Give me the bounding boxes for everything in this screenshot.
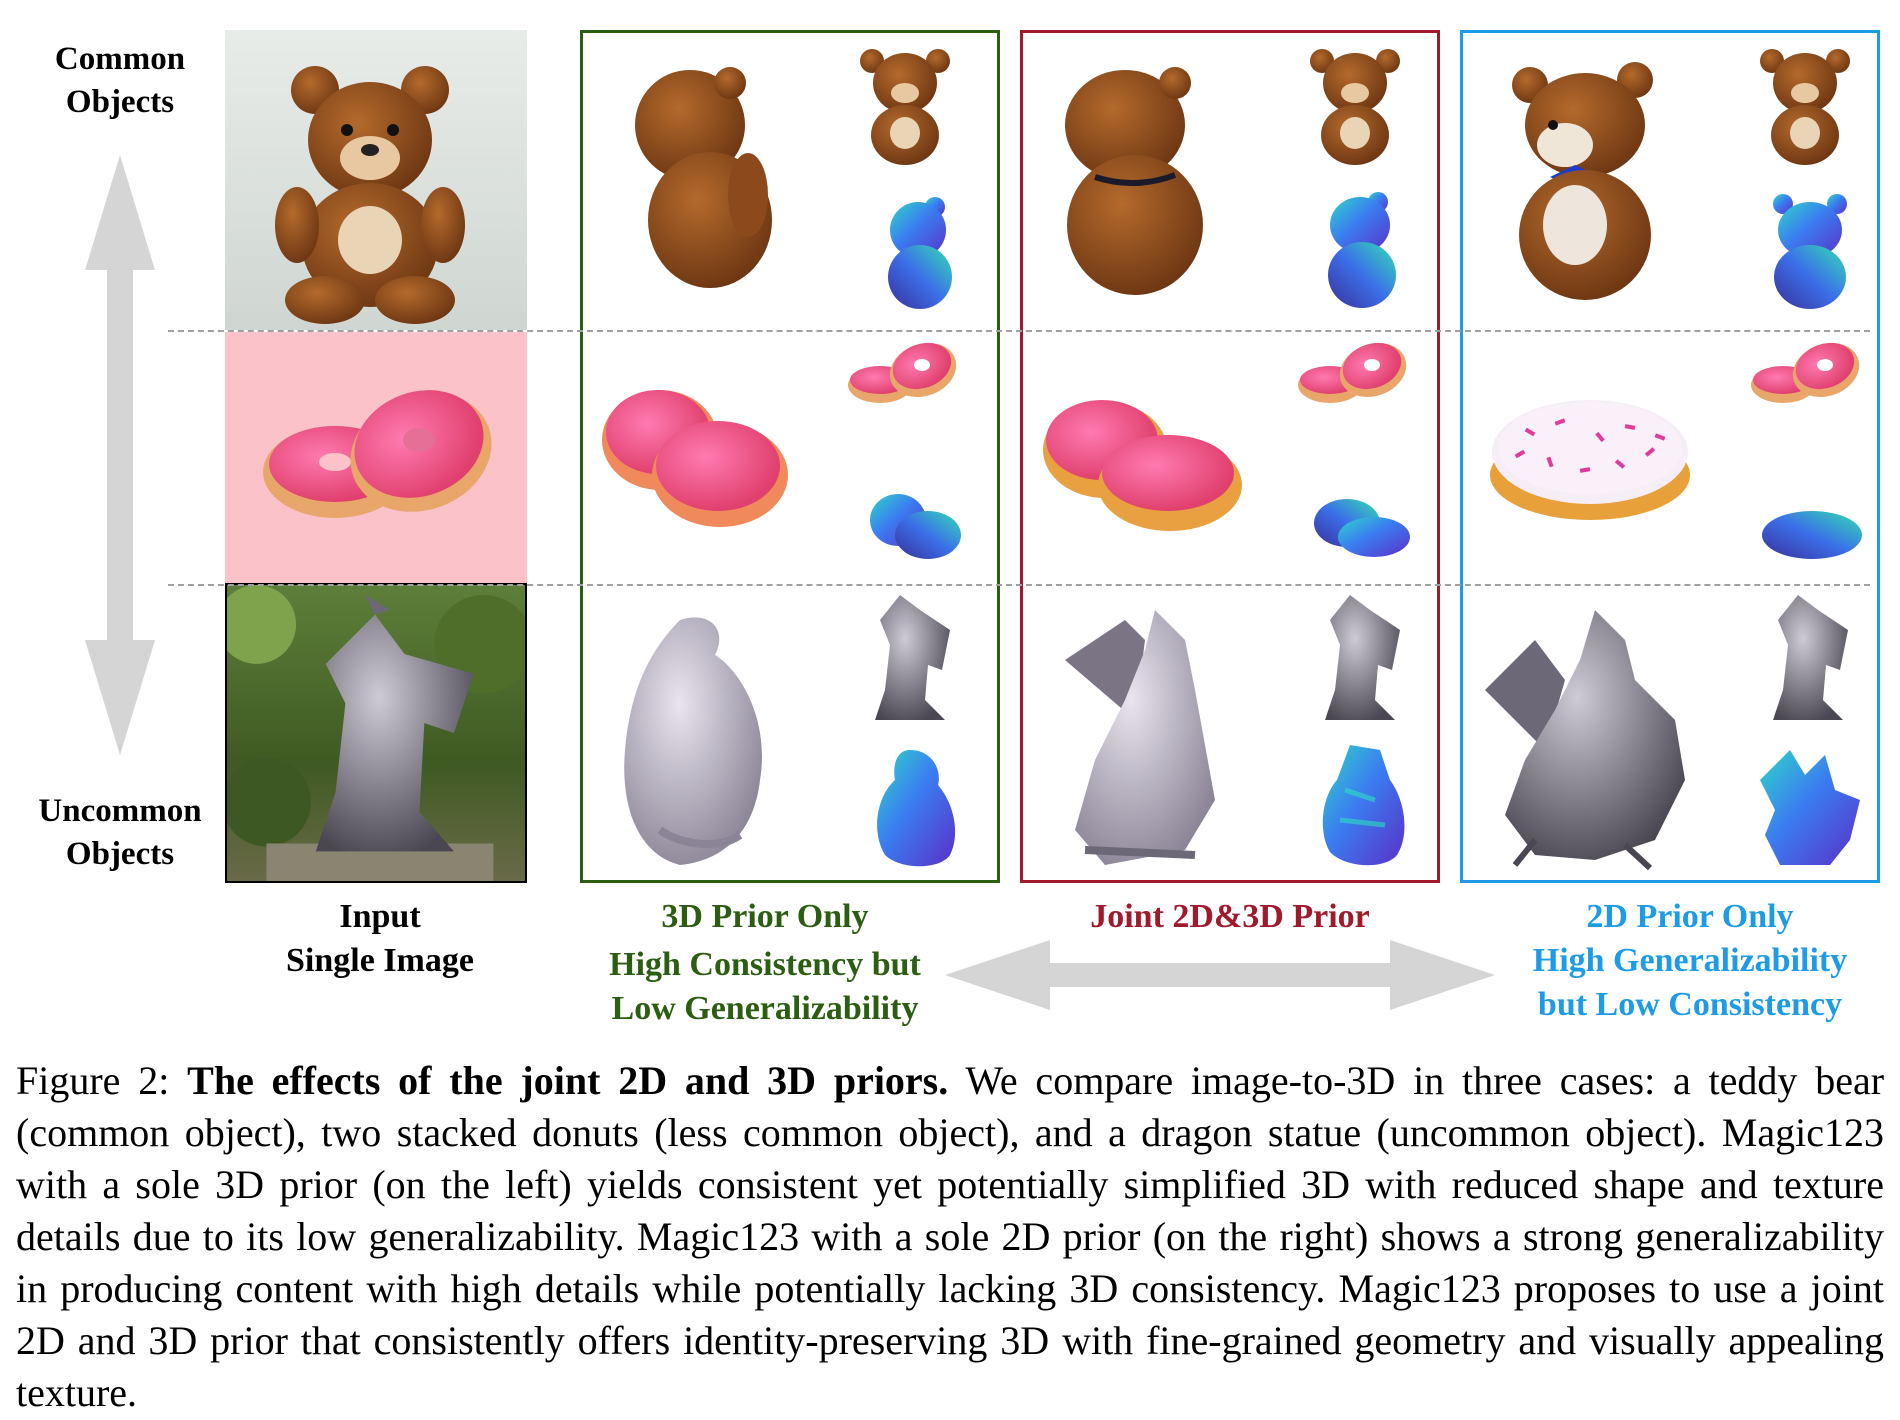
column-title-3d-prior-line2: High Consistency but (609, 946, 921, 983)
render-3d-donuts (600, 380, 790, 530)
input-donuts-photo (225, 332, 527, 584)
normal-2d-donuts (1760, 505, 1865, 560)
column-title-2d-prior-line2: High Generalizability (1532, 942, 1848, 979)
render-2d-bear (1505, 62, 1665, 305)
input-dragon-photo (225, 583, 527, 883)
column-title-2d-prior: 2D Prior Only High Generalizability but … (1490, 895, 1890, 1027)
normal-3d-bear (880, 195, 955, 310)
row-label-common-line1: Common (54, 41, 186, 77)
render-joint-dragon-small (1300, 590, 1410, 725)
normal-joint-bear (1320, 190, 1400, 310)
panel-3d-prior-only (580, 30, 1000, 883)
column-title-3d-prior-line1: 3D Prior Only (661, 898, 869, 935)
panel-2d-prior-only (1460, 30, 1880, 883)
render-2d-bear-front (1750, 45, 1860, 170)
row-label-uncommon-line1: Uncommon (38, 793, 202, 829)
row-divider-1 (168, 330, 1870, 332)
render-joint-bear (1055, 65, 1205, 300)
column-title-joint-prior-line1: Joint 2D&3D Prior (1090, 898, 1370, 935)
column-title-input-line2: Single Image (286, 942, 474, 979)
render-3d-bear (630, 65, 780, 295)
render-2d-dragon (1475, 600, 1690, 871)
column-title-joint-prior: Joint 2D&3D Prior (1030, 895, 1430, 939)
render-joint-donuts (1040, 385, 1245, 535)
normal-3d-dragon (870, 745, 960, 870)
input-teddy-bear-photo (225, 30, 527, 330)
column-title-3d-prior: 3D Prior Only High Consistency but Low G… (560, 895, 970, 1031)
render-3d-dragon (610, 610, 775, 870)
figure-caption: Figure 2: The effects of the joint 2D an… (16, 1055, 1884, 1419)
normal-joint-donuts (1312, 495, 1412, 560)
render-2d-dragon-small (1748, 590, 1858, 725)
normal-3d-donuts (868, 490, 963, 560)
column-title-input-line1: Input (339, 898, 421, 935)
row-label-uncommon: Uncommon Objects (20, 790, 220, 876)
horizontal-double-arrow (945, 940, 1495, 1010)
column-title-input: Input Single Image (230, 895, 530, 983)
row-label-uncommon-line2: Objects (65, 836, 175, 872)
render-3d-bear-front (850, 45, 960, 170)
row-label-common-line2: Objects (65, 84, 175, 120)
render-3d-dragon-small (850, 590, 960, 725)
column-title-3d-prior-line3: Low Generalizability (611, 990, 919, 1027)
caption-title: The effects of the joint 2D and 3D prior… (187, 1058, 949, 1103)
render-joint-dragon (1045, 600, 1220, 870)
render-joint-bear-front (1300, 45, 1410, 170)
vertical-double-arrow (85, 155, 155, 755)
column-title-2d-prior-line1: 2D Prior Only (1586, 898, 1794, 935)
panel-joint-prior (1020, 30, 1440, 883)
render-2d-donuts (1485, 390, 1695, 525)
row-divider-2 (168, 584, 1870, 586)
caption-label: Figure 2: (16, 1058, 170, 1103)
normal-joint-dragon (1315, 740, 1410, 870)
render-3d-donuts-small (845, 340, 960, 410)
row-label-common: Common Objects (20, 38, 220, 124)
render-2d-donuts-small (1748, 340, 1863, 410)
column-title-2d-prior-line3: but Low Consistency (1537, 986, 1843, 1023)
normal-2d-dragon (1750, 740, 1865, 870)
normal-2d-bear (1765, 192, 1855, 312)
caption-text: We compare image-to-3D in three cases: a… (16, 1058, 1885, 1415)
render-joint-donuts-small (1295, 340, 1410, 410)
